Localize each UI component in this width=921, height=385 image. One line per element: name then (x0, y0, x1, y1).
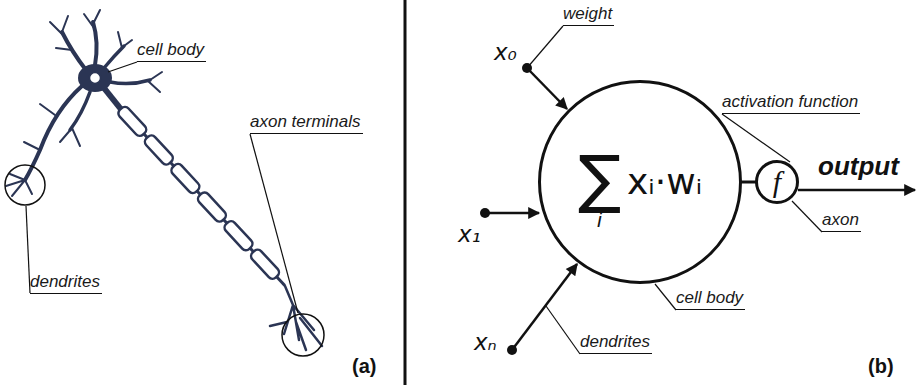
myelin-sheath (116, 105, 148, 138)
part-label: weight (563, 4, 614, 26)
input-arrow (527, 68, 567, 109)
myelin-sheath (223, 219, 255, 252)
input-variable: xₙ (474, 328, 497, 356)
panel-tag: (a) (352, 354, 376, 378)
myelin-sheath (196, 191, 228, 224)
part-label: dendrites (580, 332, 652, 354)
weighted-sum: xᵢ·wᵢ (627, 162, 702, 202)
neuron-illustration (6, 10, 322, 350)
nucleus (90, 73, 101, 84)
activation-symbol: f (773, 167, 781, 197)
cell-body (78, 64, 112, 92)
leader-line (792, 201, 822, 232)
myelin-sheath (143, 133, 175, 166)
sum-symbol: ∑ (578, 148, 621, 210)
highlight-circle (5, 165, 45, 205)
leader-line (655, 284, 676, 310)
output-arrow (798, 189, 915, 192)
dendrite (62, 32, 86, 70)
highlight-circle (282, 314, 324, 356)
dendrite (25, 86, 82, 180)
axon-hillock (104, 88, 120, 108)
input-variable: x₁ (458, 220, 481, 248)
input-dot (507, 345, 517, 355)
part-label: axon terminals (250, 112, 363, 134)
input-dot (480, 208, 490, 218)
myelin-sheath (169, 162, 201, 195)
part-label: cell body (137, 40, 206, 62)
leader-line (108, 62, 137, 72)
output-label: output (818, 150, 899, 182)
input-arrow (485, 212, 539, 215)
part-label: activation function (722, 92, 860, 114)
dendrite (148, 72, 162, 92)
sum-formula: ∑ixᵢ·wᵢ (578, 134, 702, 230)
dendrite (110, 80, 150, 84)
part-label: dendrites (30, 272, 102, 294)
input-variable: x₀ (494, 38, 517, 66)
input-arrows (485, 68, 915, 350)
dendrite (104, 46, 124, 68)
dendrite (60, 128, 80, 146)
dendrite (50, 16, 72, 50)
leader-line (527, 26, 563, 68)
panel-tag: (b) (868, 354, 894, 378)
dendrite (118, 32, 132, 48)
part-label: axon (822, 210, 861, 232)
activation-circle: f (755, 160, 799, 204)
myelin-sheath (249, 248, 281, 281)
leader-lines (26, 26, 822, 354)
input-dot (522, 63, 532, 73)
panel-divider (404, 0, 407, 385)
sum-operator: ∑i (578, 148, 621, 230)
leader-line (250, 134, 298, 313)
part-label: cell body (676, 288, 745, 310)
leader-line (546, 306, 580, 354)
summation-circle: ∑ixᵢ·wᵢ (538, 80, 742, 284)
dendrite (84, 10, 100, 28)
input-arrow (512, 264, 577, 350)
sum-index: i (597, 210, 603, 230)
dendrite (6, 104, 55, 196)
